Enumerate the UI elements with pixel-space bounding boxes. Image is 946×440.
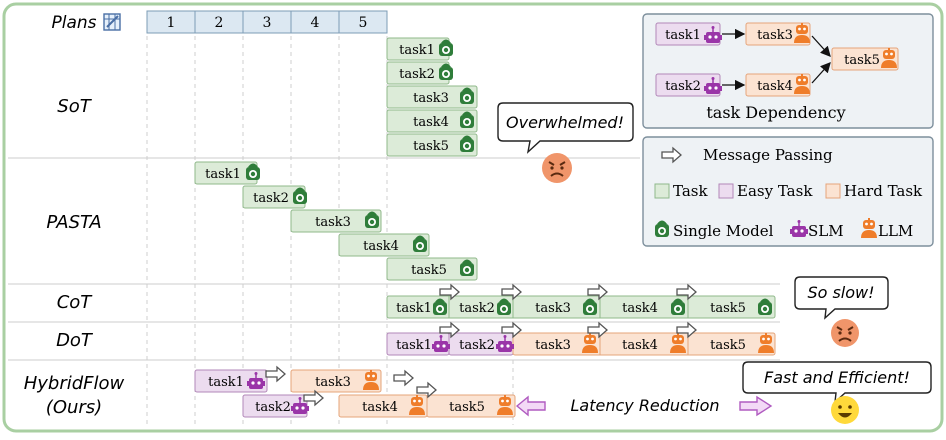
plan-step-number: 4 [311,15,320,31]
row-label-hybridflow: HybridFlow [24,373,125,394]
sot-tasks: task1 task2 task3 task4 task5 [386,37,478,157]
row-label-ours: (Ours) [46,397,102,418]
task-label: task5 [413,139,449,154]
task-label: task5 [844,53,880,68]
task-label: task2 [255,400,291,415]
plans-icon [103,13,121,31]
task-label: task4 [362,400,398,415]
task-label: task3 [413,91,449,106]
happy-face-icon [831,396,859,424]
legend-easy-task: Easy Task [737,182,813,200]
row-label-pasta: PASTA [46,212,101,233]
row-separators [8,157,780,361]
so-slow-bubble: So slow! [794,276,889,320]
plan-step-number: 3 [263,15,272,31]
row-label-dot: DoT [56,330,94,351]
task-label: task2 [665,79,701,94]
task-label: task1 [208,375,244,390]
task-label: task2 [399,67,435,82]
task-label: task4 [413,115,449,130]
plan-steps: 1 2 3 4 5 [146,10,388,34]
legend-easy-task-swatch [718,183,734,199]
task-label: task5 [411,263,447,278]
plan-step-number: 2 [215,15,224,31]
task-label: task2 [459,338,495,353]
task-label: task4 [757,79,793,94]
legend-slm: SLM [808,222,844,240]
plan-step-number: 5 [359,15,368,31]
row-label-sot: SoT [57,96,92,117]
row-label-plans: Plans [51,13,96,33]
task-label: task5 [710,301,746,316]
latency-reduction-text: Latency Reduction [570,396,719,415]
legend-hard-task: Hard Task [844,182,923,200]
task-label: task3 [535,301,571,316]
task-label: task3 [757,28,793,43]
task-label: task1 [665,28,701,43]
dot-tasks: task1 task2 task3 task4 task5 [386,322,776,356]
task-label: task2 [459,301,495,316]
overwhelmed-text: Overwhelmed! [506,113,624,132]
task-label: task1 [396,338,432,353]
task-label: task4 [363,239,399,254]
fast-efficient-text: Fast and Efficient! [764,368,910,387]
dependency-caption: task Dependency [706,103,845,122]
task-label: task1 [396,301,432,316]
row-label-cot: CoT [57,292,94,313]
task-label: task5 [710,338,746,353]
task-label: task3 [315,375,351,390]
angry-face-icon [831,319,859,347]
task-label: task4 [622,338,658,353]
overwhelmed-bubble: Overwhelmed! [497,102,634,154]
cot-tasks: task1 task2 task3 task4 task5 [386,284,776,319]
task-label: task5 [449,400,485,415]
legend-message-passing: Message Passing [703,146,833,164]
task-label: task1 [399,43,435,58]
pasta-tasks: task1 task2 task3 task4 task5 [194,161,478,281]
legend-single-model: Single Model [673,222,774,240]
fast-efficient-bubble: Fast and Efficient! [742,361,932,404]
angry-face-icon [542,153,572,183]
latency-reduction: Latency Reduction [515,395,773,417]
task-dependency-panel: task1 task2 task3 task4 task5 task Depen… [642,13,934,129]
plan-step-number: 1 [167,15,176,31]
task-label: task3 [535,338,571,353]
task-label: task2 [253,191,289,206]
task-label: task1 [205,167,241,182]
legend-hard-task-swatch [825,183,841,199]
hybridflow-tasks: task1 task2 task3 task4 task5 [194,366,516,418]
legend-llm: LLM [878,222,913,240]
so-slow-text: So slow! [807,283,874,302]
legend-panel: Message Passing Task Easy Task Hard Task… [642,136,934,247]
task-label: task4 [622,301,658,316]
legend-task: Task [673,182,708,200]
legend-task-swatch [654,183,670,199]
task-label: task3 [315,215,351,230]
